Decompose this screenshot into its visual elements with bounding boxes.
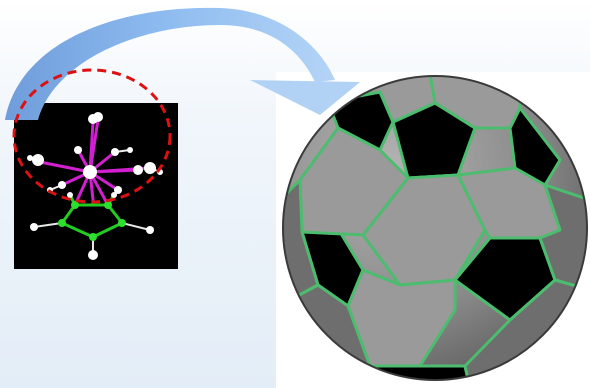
- metal-atom: [83, 165, 97, 179]
- ring-carbon-atoms: [58, 201, 126, 241]
- molecule-structure: [27, 112, 163, 260]
- soccer-ball: [276, 75, 590, 388]
- curved-arrow: [5, 8, 360, 120]
- arrow-body: [5, 8, 335, 120]
- metal-bonds: [40, 120, 150, 205]
